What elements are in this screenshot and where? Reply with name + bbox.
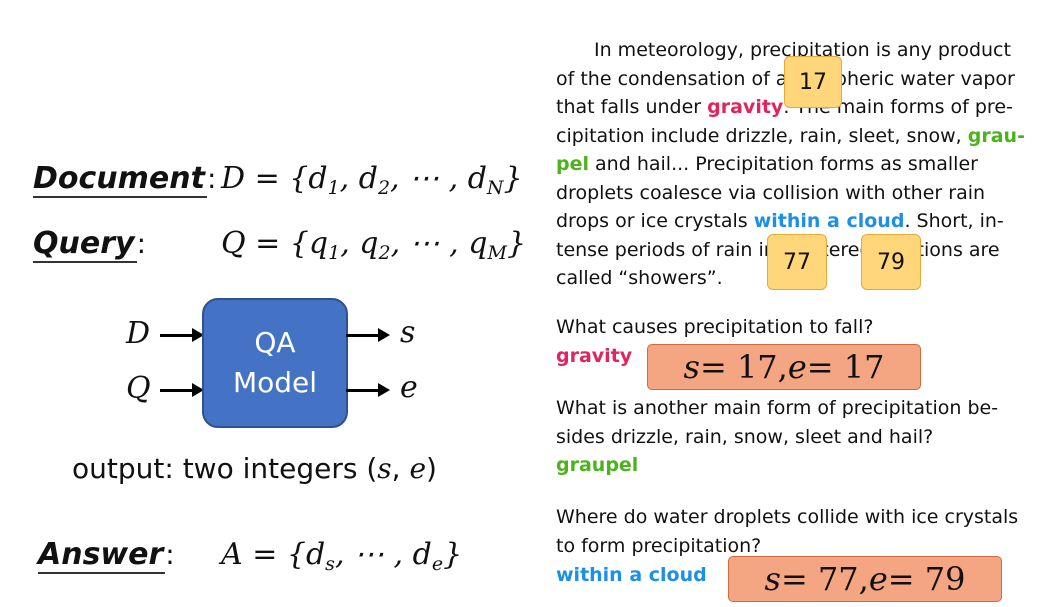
query-colon: : [136,227,146,260]
span-graupel-b: pel [556,153,589,175]
answer-row: Answer: [38,537,175,574]
document-formula: D = {d1, d2, ⋯ , dN} [221,161,523,200]
passage-line: In meteorology, precipitation is any pro… [594,39,1011,61]
document-row: Document: [33,161,217,198]
question-2: What is another main form of precipitati… [556,397,999,448]
passage-line: cipitation include drizzle, rain, sleet,… [556,124,1025,147]
qa-model-label-line2: Model [232,366,318,399]
output-s-label: s [400,315,416,350]
query-formula: Q = {q1, q2, ⋯ , qM} [221,226,527,265]
span-gravity: gravity [707,96,784,118]
answer-3: within a cloud [556,564,707,586]
passage-line: that falls under gravity. The main forms… [556,96,1013,118]
passage-line: pel and hail... Precipitation forms as s… [556,153,978,175]
span-within-cloud: within a cloud [753,210,905,232]
token-index-79: 79 [861,234,921,290]
token-index-77: 77 [767,234,827,290]
answer-2: graupel [556,454,639,476]
question-1: What causes precipitation to fall? [556,316,874,338]
question-3: Where do water droplets collide with ice… [556,506,1019,557]
output-e-label: e [400,370,418,405]
span-graupel-a: grau- [967,124,1025,147]
token-index-17: 17 [784,56,842,108]
output-s-arrow [346,328,390,342]
passage-line: drops or ice crystals within a cloud. Sh… [556,210,1004,232]
passage-line: droplets coalesce via collision with oth… [556,181,986,204]
answer-1: gravity [556,345,633,367]
query-label: Query [33,226,137,263]
span-indices-3: s = 77, e = 79 [728,556,1002,602]
query-row: Query: [33,226,146,263]
answer-colon: : [165,538,175,571]
output-e-arrow [346,383,390,397]
qa-model-label-line1: QA [254,326,296,359]
input-d-label: D [126,316,151,351]
output-description: output: two integers (s, e) [72,452,437,485]
span-indices-1: s = 17, e = 17 [647,344,921,390]
input-q-arrow [160,383,204,397]
input-q-label: Q [126,371,151,406]
input-d-arrow [160,328,204,342]
qa-model-box: QA Model [202,298,348,428]
document-label: Document [33,161,207,198]
answer-formula: A = {ds, ⋯ , de} [221,537,463,576]
document-colon: : [206,162,217,195]
answer-label: Answer [38,537,166,574]
passage-line: called “showers”. [556,267,723,289]
